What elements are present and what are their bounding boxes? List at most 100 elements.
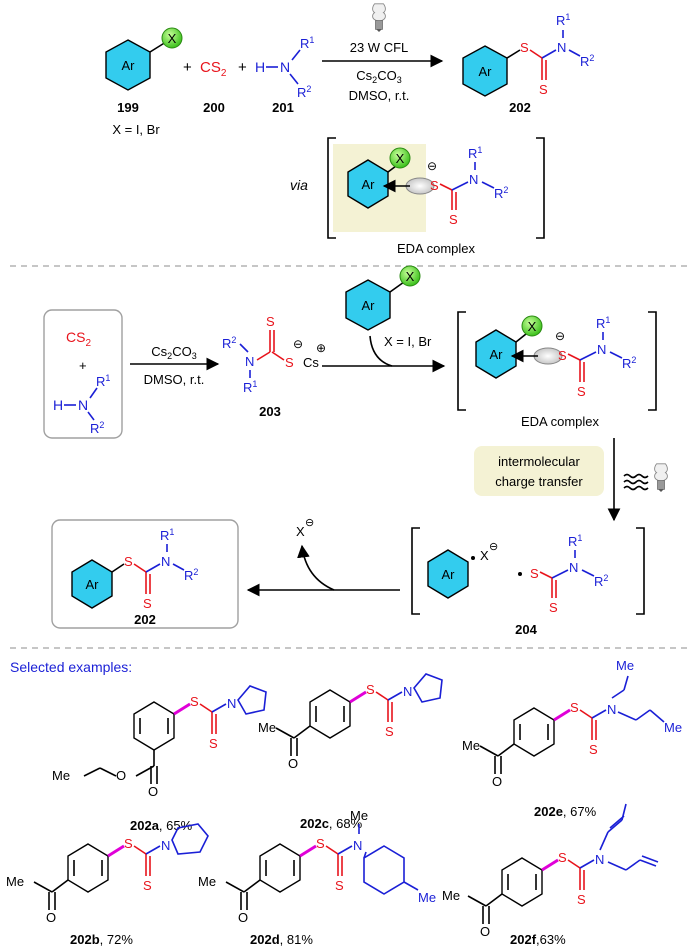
svg-text:S: S (209, 736, 218, 751)
svg-text:N: N (607, 702, 616, 717)
svg-text:Me: Me (6, 874, 24, 889)
cs-counterion: Cs (303, 355, 319, 370)
svg-text:S: S (430, 178, 439, 193)
svg-text:N: N (245, 354, 254, 369)
aryl-halide-incoming: Ar X X = I, Br (345, 265, 432, 367)
svg-text:S: S (385, 724, 394, 739)
svg-text:Ar: Ar (490, 347, 504, 362)
plus-1: + (183, 59, 192, 76)
label-201: 201 (272, 100, 294, 115)
svg-text:⊕: ⊕ (316, 341, 326, 355)
mech-cond-solvent: DMSO, r.t. (144, 372, 205, 387)
svg-text:N: N (353, 838, 362, 853)
svg-text:S: S (190, 694, 199, 709)
top-reaction: Ar X + CS2 + H N R1 R2 23 W CFL Cs2CO3 D… (105, 3, 594, 256)
product-s: S (520, 40, 529, 55)
svg-text:S: S (570, 700, 579, 715)
svg-text:N: N (161, 838, 170, 853)
svg-text:N: N (78, 397, 88, 413)
label-203: 203 (259, 404, 281, 419)
mech-cond-base: Cs2CO3 (151, 344, 196, 361)
svg-text:S: S (558, 850, 567, 865)
svg-text:Me: Me (350, 808, 368, 823)
svg-text:H: H (53, 397, 63, 413)
eda-r2: R2 (494, 185, 508, 201)
example-202d: Me O S S N Me Me 202d, 81% (198, 808, 436, 947)
svg-text:S: S (449, 212, 458, 227)
label-202: 202 (509, 100, 531, 115)
svg-text:Me: Me (616, 658, 634, 673)
svg-text:O: O (288, 756, 298, 771)
product-202: Ar S S N R1 R2 (462, 12, 594, 97)
svg-text:⊖: ⊖ (555, 329, 565, 343)
svg-text:Ar: Ar (362, 298, 376, 313)
product-n: N (557, 40, 566, 55)
c203-r2: R2 (222, 335, 236, 351)
svg-text:Me: Me (442, 888, 460, 903)
label-199: 199 (117, 100, 139, 115)
svg-text:S: S (549, 600, 558, 615)
halogen-x-ball (161, 27, 183, 49)
svg-text:Me: Me (418, 890, 436, 905)
label-202-box: 202 (134, 612, 156, 627)
examples-header: Selected examples: (10, 659, 132, 675)
starting-materials-box (43, 309, 123, 439)
svg-text:S: S (577, 892, 586, 907)
svg-text:N: N (569, 560, 578, 575)
svg-text:Ar: Ar (86, 577, 100, 592)
mech-eda-r2: R2 (622, 355, 636, 371)
svg-text:X: X (480, 548, 489, 563)
svg-text:S: S (530, 566, 539, 581)
svg-text:Me: Me (52, 768, 70, 783)
svg-text:X: X (406, 269, 415, 284)
cfl-bulb-icon (372, 3, 386, 32)
product-r2: R2 (580, 53, 594, 69)
svg-text:⊖: ⊖ (489, 541, 498, 553)
amine-n: N (280, 59, 290, 75)
rp-r2: R2 (594, 573, 608, 589)
svg-text:O: O (480, 924, 490, 939)
svg-text:S: S (143, 878, 152, 893)
svg-text:O: O (116, 768, 126, 783)
svg-text:N: N (161, 554, 170, 569)
svg-text:Ar: Ar (442, 567, 456, 582)
svg-text:Me: Me (462, 738, 480, 753)
example-202c: Me O S S N 202c, 68% (258, 673, 443, 831)
product-thione-s: S (539, 82, 548, 97)
svg-text:202a, 65%: 202a, 65% (130, 818, 193, 833)
mechanism: CS2 + H N R1 R2 Cs2CO3 DMSO, r.t. R2 N R… (43, 265, 668, 637)
svg-text:Ar: Ar (479, 64, 493, 79)
product-r1: R1 (556, 12, 570, 28)
svg-text:S: S (589, 742, 598, 757)
plus-2: + (238, 59, 247, 76)
dithiocarbamate-203: R2 N R1 S S ⊖ Cs ⊕ 203 (222, 314, 326, 419)
svg-text:N: N (469, 172, 478, 187)
via-label: via (290, 177, 308, 193)
ict-line1: intermolecular (498, 454, 580, 469)
svg-text:S: S (266, 314, 275, 329)
rp-r1: R1 (568, 533, 582, 549)
svg-text:⊖: ⊖ (293, 337, 303, 351)
x-definition: X = I, Br (112, 122, 160, 137)
svg-text:S: S (143, 596, 152, 611)
label-204: 204 (515, 622, 537, 637)
svg-text:S: S (285, 355, 294, 370)
svg-text:Me: Me (198, 874, 216, 889)
svg-text:O: O (492, 774, 502, 789)
ict-box (474, 446, 604, 496)
svg-text:202e, 67%: 202e, 67% (534, 804, 597, 819)
svg-text:S: S (366, 682, 375, 697)
svg-text:O: O (46, 910, 56, 925)
svg-text:O: O (238, 910, 248, 925)
amine-r1: R1 (300, 35, 314, 51)
mech-x-definition: X = I, Br (384, 334, 432, 349)
eda-label-top: EDA complex (397, 241, 476, 256)
amine-201: H N R1 R2 (255, 35, 314, 100)
svg-text:S: S (124, 554, 133, 569)
svg-text:X: X (528, 319, 537, 334)
cond-base: Cs2CO3 (356, 68, 401, 85)
x-label: X (168, 31, 177, 46)
svg-text:X: X (396, 151, 405, 166)
ar-label: Ar (122, 58, 136, 73)
